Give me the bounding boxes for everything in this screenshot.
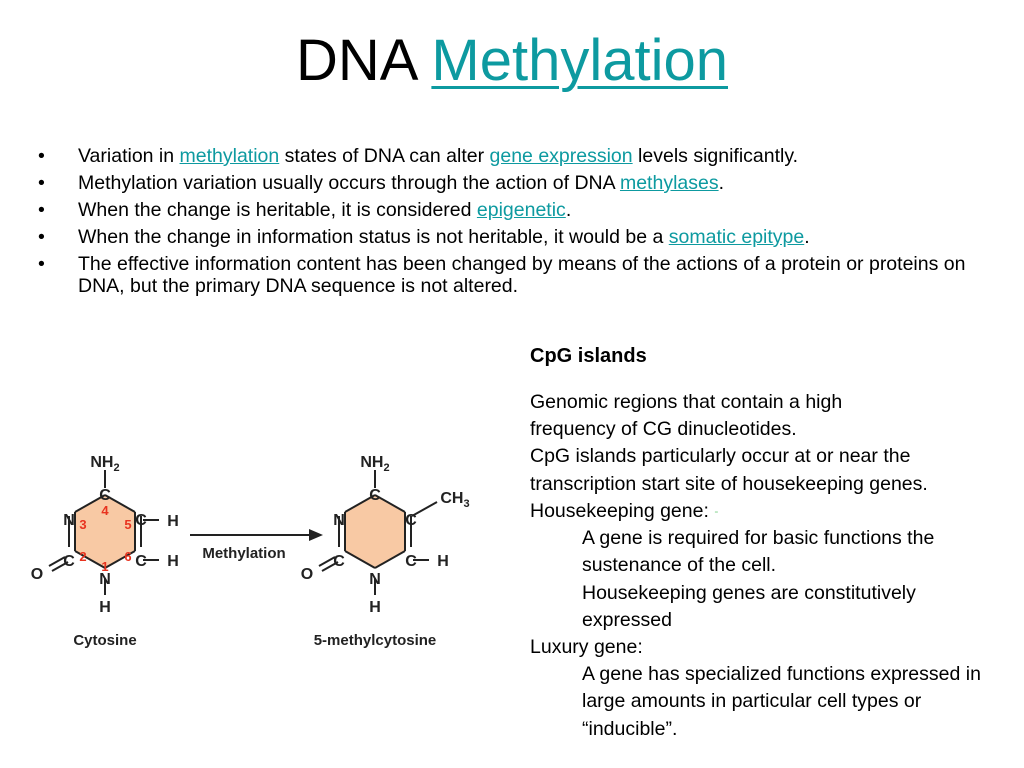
housekeeping-definition: A gene is required for basic functions t… xyxy=(582,527,935,577)
bullet-dot: • xyxy=(38,253,45,275)
bullet-text: levels significantly. xyxy=(632,145,799,167)
methylcytosine-ring-fill xyxy=(345,495,405,568)
term-link[interactable]: methylases xyxy=(619,172,719,194)
methylcytosine-ch3-label: CH3 xyxy=(440,490,469,510)
cpg-text-line: transcription start site of housekeeping… xyxy=(530,472,928,495)
methylcytosine-c5-label: C xyxy=(405,512,417,529)
bullet-item: • Variation in methylation states of DNA … xyxy=(38,145,993,167)
bullet-text: . xyxy=(718,172,725,194)
housekeeping-expression: Housekeeping genes are constitutively ex… xyxy=(582,581,916,631)
cpg-text-line: CpG islands particularly occur at or nea… xyxy=(530,445,911,468)
bullet-text: . xyxy=(804,226,810,248)
bullet-list: • Variation in methylation states of DNA … xyxy=(38,145,993,302)
cpg-heading: CpG islands xyxy=(530,345,647,367)
methylcytosine-o-label: O xyxy=(301,566,313,583)
housekeeping-label-text: Housekeeping gene: xyxy=(530,499,709,522)
methylcytosine-c4-label: C xyxy=(369,487,381,504)
arrow-label: Methylation xyxy=(202,545,285,562)
bullet-dot: • xyxy=(38,199,45,221)
luxury-definition: A gene has specialized functions express… xyxy=(582,663,981,740)
bullet-text: The effective information content has be… xyxy=(78,253,966,297)
cytosine-c2-label: C xyxy=(63,553,75,570)
cytosine-structure: NH2 C N C C C N O H H H 4 3 5 2 6 1 Cyto… xyxy=(31,454,179,649)
page-title: DNA Methylation xyxy=(0,26,1024,96)
methylcytosine-h6-label: H xyxy=(437,553,449,570)
cpg-text-line: Genomic regions that contain a high xyxy=(530,391,843,413)
cytosine-o-label: O xyxy=(31,566,43,583)
housekeeping-label: Housekeeping gene: - xyxy=(530,498,1010,525)
cytosine-nh2-label: NH2 xyxy=(90,454,119,474)
bullet-dot: • xyxy=(38,145,45,167)
methylcytosine-structure: NH2 C N C C C N O CH3 H H 5-methylcytosi… xyxy=(301,454,470,649)
ring-number-6: 6 xyxy=(124,549,131,564)
cytosine-c6-label: C xyxy=(135,553,147,570)
title-text: DNA xyxy=(296,28,416,93)
bullet-text: . xyxy=(565,199,572,221)
bullet-text: When the change in information status is… xyxy=(78,226,669,248)
term-link[interactable]: methylation xyxy=(179,145,280,167)
ring-number-4: 4 xyxy=(101,503,109,518)
bullet-item: • When the change is heritable, it is con… xyxy=(38,199,993,221)
cytosine-ring-fill xyxy=(75,495,135,568)
cpg-islands-section: CpG islands Genomic regions that contain… xyxy=(530,343,1010,743)
bullet-item: • Methylation variation usually occurs th… xyxy=(38,172,993,194)
bullet-dot: • xyxy=(38,172,45,194)
cytosine-c4-label: C xyxy=(99,487,111,504)
bullet-dot: • xyxy=(38,226,45,248)
term-link[interactable]: epigenetic xyxy=(476,199,566,221)
bullet-item: • The effective information content has b… xyxy=(38,253,993,297)
methylcytosine-n3-label: N xyxy=(333,512,345,529)
bullet-text: Variation in xyxy=(78,145,180,167)
bullet-text: When the change is heritable, it is cons… xyxy=(78,199,477,221)
cpg-text-line: frequency of CG dinucleotides. xyxy=(530,418,797,441)
cytosine-name-label: Cytosine xyxy=(73,632,136,649)
cytosine-n1-label: N xyxy=(99,571,111,588)
cytosine-h6-label: H xyxy=(167,553,179,570)
cytosine-h5-label: H xyxy=(167,513,179,530)
bullet-text: Methylation variation usually occurs thr… xyxy=(78,172,620,194)
cytosine-n3-label: N xyxy=(63,512,75,529)
methylcytosine-h1-label: H xyxy=(369,599,381,616)
ring-number-5: 5 xyxy=(124,517,131,532)
methylcytosine-nh2-label: NH2 xyxy=(360,454,389,474)
cytosine-h1-label: H xyxy=(99,599,111,616)
methylation-arrow: Methylation xyxy=(190,529,323,562)
ring-number-3: 3 xyxy=(79,517,86,532)
methylcytosine-n1-label: N xyxy=(369,571,381,588)
methylcytosine-name-label: 5-methylcytosine xyxy=(314,632,437,649)
ring-number-2: 2 xyxy=(79,549,86,564)
cytosine-c5-label: C xyxy=(135,512,147,529)
ring-number-1: 1 xyxy=(101,559,108,574)
methylcytosine-c2-label: C xyxy=(333,553,345,570)
methylation-diagram: NH2 C N C C C N O H H H 4 3 5 2 6 1 Cyto… xyxy=(31,454,470,649)
term-link[interactable]: somatic epitype xyxy=(668,226,805,248)
luxury-label: Luxury gene: xyxy=(530,636,643,659)
term-link[interactable]: gene expression xyxy=(489,145,633,167)
bullet-item: • When the change in information status i… xyxy=(38,226,993,248)
methylation-title-link[interactable]: Methylation xyxy=(431,28,728,93)
stray-mark: - xyxy=(714,504,719,519)
bullet-text: states of DNA can alter xyxy=(279,145,490,167)
methylcytosine-c6-label: C xyxy=(405,553,417,570)
